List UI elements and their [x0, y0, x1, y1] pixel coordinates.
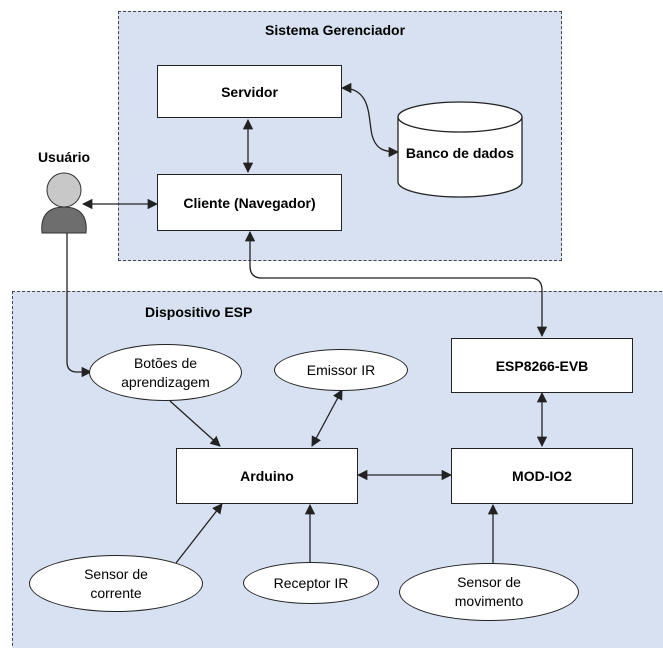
sensor-movimento-ellipse: Sensor de movimento: [399, 563, 579, 621]
link-servidor-banco: [340, 82, 400, 158]
link-arduino-emissor: [311, 389, 343, 447]
emissor-label: Emissor IR: [306, 361, 376, 378]
link-cliente-esp: [244, 230, 548, 338]
servidor-box: Servidor: [157, 65, 342, 118]
sensor-corrente-ellipse: Sensor de corrente: [29, 555, 203, 612]
link-corrente-arduino: [175, 503, 223, 564]
arduino-box: Arduino: [176, 448, 358, 504]
sensor-corrente-line1: Sensor de: [84, 565, 148, 582]
link-usuario-botoes: [66, 233, 93, 378]
region-sistema-title: Sistema Gerenciador: [265, 22, 406, 38]
cliente-box: Cliente (Navegador): [157, 174, 342, 231]
botoes-ellipse: Botões de aprendizagem: [89, 344, 242, 401]
database-icon: [397, 101, 523, 198]
sensor-movimento-line1: Sensor de: [457, 574, 521, 590]
user-icon: [41, 172, 87, 234]
link-botoes-arduino: [169, 400, 221, 447]
modio2-box: MOD-IO2: [451, 448, 633, 504]
sensor-corrente-line2: corrente: [90, 584, 142, 601]
usuario-label: Usuário: [37, 149, 91, 165]
banco-label: Banco de dados: [405, 145, 515, 161]
botoes-line2: aprendizagem: [121, 373, 210, 390]
emissor-ellipse: Emissor IR: [274, 349, 408, 391]
receptor-ellipse: Receptor IR: [243, 562, 379, 604]
botoes-line1: Botões de: [133, 354, 198, 371]
sensor-movimento-line2: movimento: [454, 593, 524, 609]
esp8266-box: ESP8266-EVB: [451, 338, 633, 393]
receptor-label: Receptor IR: [273, 574, 349, 591]
region-dispositivo-title: Dispositivo ESP: [145, 304, 253, 320]
